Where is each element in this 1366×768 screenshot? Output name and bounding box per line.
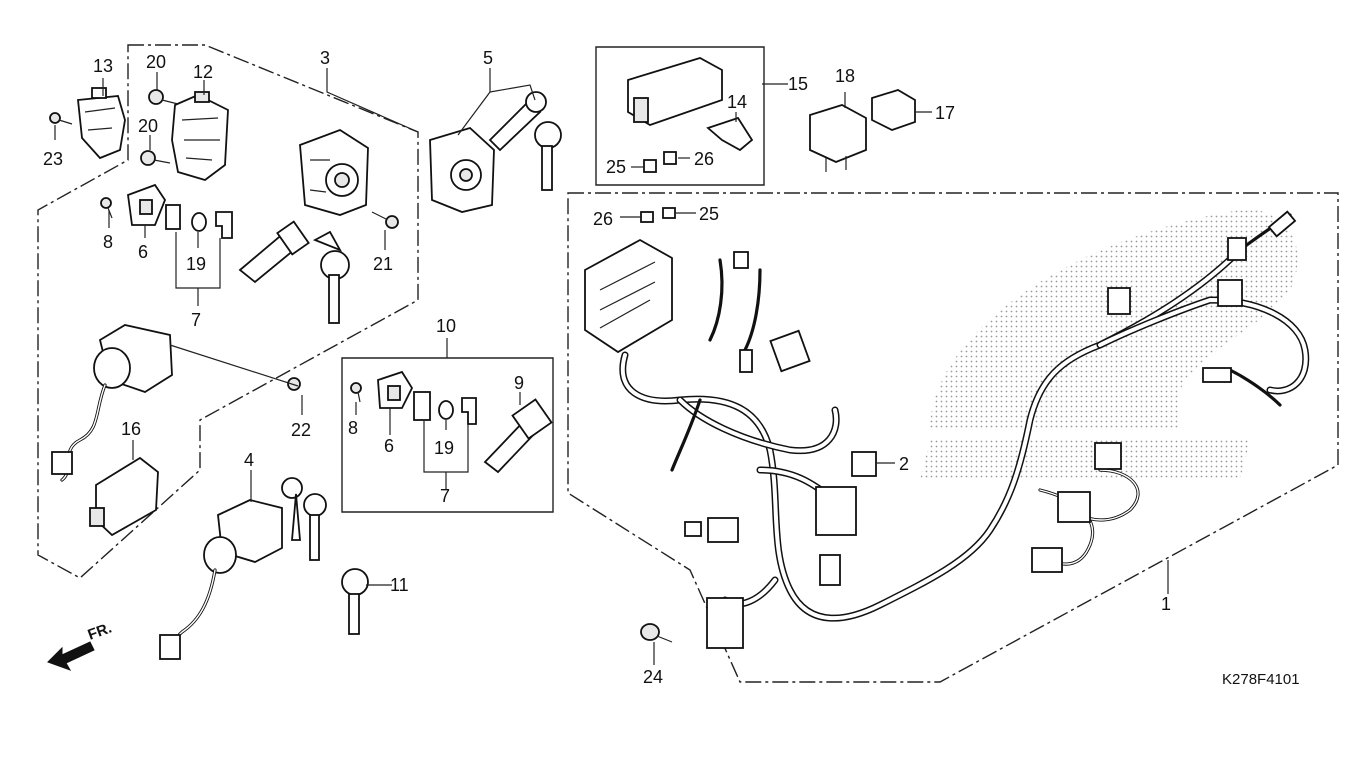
callout-7b: 7 [440, 486, 450, 506]
honda-watermark [920, 209, 1298, 480]
relay-18 [809, 104, 867, 172]
catalog-code: K278F4101 [1222, 671, 1300, 688]
leader-22 [169, 344, 299, 387]
harness-connector-b [815, 486, 857, 536]
key-4b [303, 493, 327, 561]
switch-5 [429, 126, 495, 213]
callout-23: 23 [43, 149, 63, 169]
harness-connector-k [1057, 491, 1091, 523]
connector-2 [851, 451, 877, 477]
callout-16: 16 [121, 419, 141, 439]
callout-11: 11 [390, 575, 409, 595]
harness-connector-p [684, 521, 702, 537]
callout-26b: 26 [593, 209, 613, 229]
bolt-20b [140, 150, 171, 166]
bolt-24 [640, 623, 673, 643]
set-7b [413, 391, 477, 425]
fuse-26a [663, 151, 677, 165]
group-border-10 [341, 357, 554, 513]
ignition-switch-4 [159, 499, 283, 660]
harness-connector-i [1107, 287, 1131, 315]
key-9 [483, 398, 553, 474]
lock-housing-12 [171, 91, 229, 181]
callout-6a: 6 [138, 242, 148, 262]
pin-8b [350, 382, 362, 403]
group-border-3 [37, 44, 419, 579]
screw-22 [287, 377, 301, 391]
harness-connector-h [1094, 442, 1122, 470]
unit-16 [89, 456, 159, 537]
harness-connector-g [1031, 547, 1063, 573]
key-5b [534, 121, 562, 191]
callout-7a: 7 [191, 310, 201, 330]
cover-6a [127, 183, 167, 226]
harness-connector-l [1202, 367, 1232, 383]
harness-connector-o [733, 251, 749, 269]
callout-12: 12 [193, 62, 213, 82]
callout-8a: 8 [103, 232, 113, 252]
callout-15: 15 [788, 74, 808, 94]
fuse-25a [643, 159, 657, 173]
callout-19a: 19 [186, 254, 206, 274]
pin-8a [100, 197, 113, 219]
callout-25b: 25 [699, 204, 719, 224]
callout-5: 5 [483, 48, 493, 68]
key-3b [312, 230, 350, 324]
relay-17 [871, 89, 916, 131]
harness-connector-block [584, 238, 673, 354]
callout-8b: 8 [348, 418, 358, 438]
leader-lines [54, 68, 1169, 665]
callout-13: 13 [93, 56, 113, 76]
front-direction-arrow [47, 641, 95, 671]
harness-connector-j [1217, 279, 1243, 307]
harness-connector-m [1227, 237, 1247, 261]
screw-21 [371, 211, 399, 229]
callout-20b: 20 [138, 116, 158, 136]
callout-3: 3 [320, 48, 330, 68]
harness-connector-d [819, 554, 841, 586]
harness-connector-a [769, 329, 811, 373]
fuse-26b [640, 211, 654, 223]
key-4a [281, 477, 303, 541]
callout-4: 4 [244, 450, 254, 470]
screw-23 [49, 112, 73, 125]
callout-6b: 6 [384, 436, 394, 456]
main-switch-3 [299, 128, 369, 216]
callout-2: 2 [899, 454, 909, 474]
bolt-20a [148, 89, 179, 105]
harness-connector-e [706, 597, 744, 649]
callout-20a: 20 [146, 52, 166, 72]
callout-22: 22 [291, 420, 311, 440]
fuse-25b [662, 207, 676, 219]
fuse-box-15 [627, 57, 723, 126]
fuse-cover-14 [706, 116, 754, 152]
key-11 [341, 568, 369, 635]
set-7a [165, 204, 233, 239]
cover-6b [377, 370, 414, 409]
direction-label: FR. [86, 620, 115, 644]
callout-18: 18 [835, 66, 855, 86]
callout-9: 9 [514, 373, 524, 393]
harness-connector-c [739, 349, 753, 373]
callout-26a: 26 [694, 149, 714, 169]
key-5a [488, 91, 547, 152]
harness-connector-n [1267, 210, 1297, 238]
harness-connector-f [707, 517, 739, 543]
key-3a [238, 220, 310, 284]
callout-21: 21 [373, 254, 393, 274]
group-border-1 [567, 192, 1339, 683]
callout-25a: 25 [606, 157, 626, 177]
ignition-switch-left [51, 324, 173, 482]
group-border-15 [595, 46, 765, 186]
callout-24: 24 [643, 667, 663, 687]
bracket-13 [77, 87, 126, 160]
callout-10: 10 [436, 316, 456, 336]
callout-1: 1 [1161, 594, 1171, 614]
callout-19b: 19 [434, 438, 454, 458]
callout-14: 14 [727, 92, 747, 112]
callout-17: 17 [935, 103, 955, 123]
